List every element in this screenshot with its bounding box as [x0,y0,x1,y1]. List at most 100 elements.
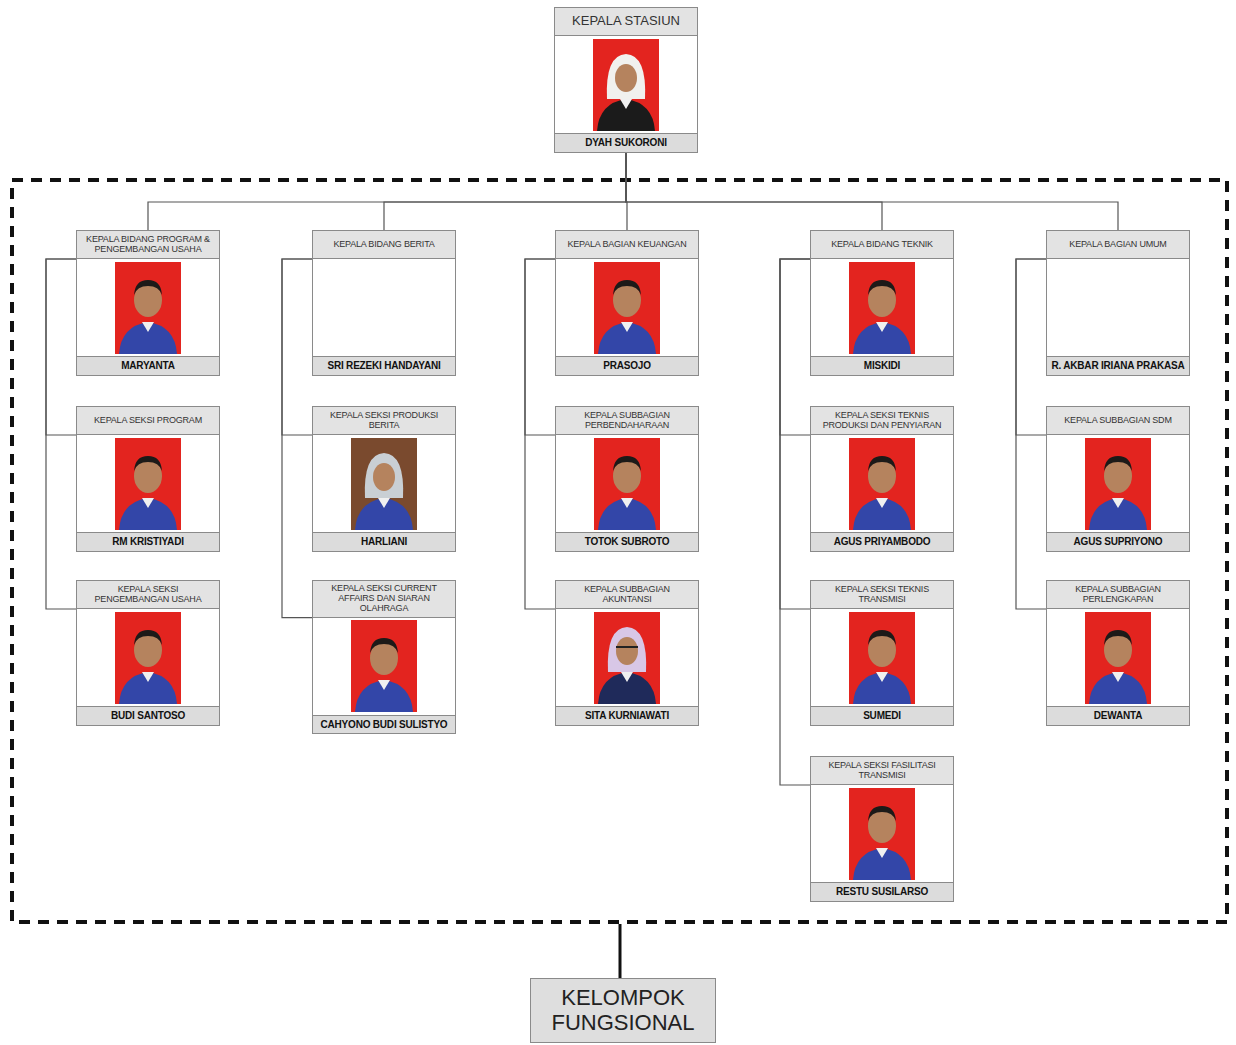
person-name: AGUS SUPRIYONO [1047,532,1189,551]
position-card: KEPALA SEKSI TEKNIS TRANSMISI SUMEDI [810,580,954,726]
photo-frame [1047,609,1189,706]
position-title: KEPALA SUBBAGIAN PERBENDAHARAAN [556,407,698,435]
position-card: KEPALA SUBBAGIAN PERBENDAHARAAN TOTOK SUB… [555,406,699,552]
position-title: KEPALA SEKSI TEKNIS PRODUKSI DAN PENYIAR… [811,407,953,435]
portrait [115,262,181,354]
person-name: MISKIDI [811,356,953,375]
org-connector [282,259,312,435]
position-title: KEPALA SEKSI PENGEMBANGAN USAHA [77,581,219,609]
org-connector [525,259,555,609]
portrait [849,612,915,704]
person-name: DEWANTA [1047,706,1189,725]
position-title: KEPALA SEKSI CURRENT AFFAIRS DAN SIARAN … [313,581,455,618]
person-name: RESTU SUSILARSO [811,882,953,901]
photo-frame [77,609,219,706]
position-title: KEPALA BIDANG TEKNIK [811,231,953,259]
person-name: AGUS PRIYAMBODO [811,532,953,551]
org-connector [148,153,626,231]
person-name: R. AKBAR IRIANA PRAKASA [1047,356,1189,375]
position-title: KEPALA SUBBAGIAN AKUNTANSI [556,581,698,609]
photo-frame [556,259,698,356]
position-card: KEPALA BIDANG BERITA SRI REZEKI HANDAYANI [312,230,456,376]
person-name: SUMEDI [811,706,953,725]
portrait [594,612,660,704]
org-connector [626,153,882,231]
photo-frame [811,785,953,882]
position-title: KEPALA SEKSI PROGRAM [77,407,219,435]
photo-frame [313,435,455,532]
position-card: KEPALA SEKSI TEKNIS PRODUKSI DAN PENYIAR… [810,406,954,552]
org-connector [525,259,555,435]
position-card: KEPALA SUBBAGIAN AKUNTANSISITA KURNIAWAT… [555,580,699,726]
portrait [849,438,915,530]
photo-frame [811,259,953,356]
position-card: KEPALA BIDANG PROGRAM & PENGEMBANGAN USA… [76,230,220,376]
person-name: BUDI SANTOSO [77,706,219,725]
photo-frame [811,435,953,532]
portrait [115,612,181,704]
position-card: KEPALA SEKSI CURRENT AFFAIRS DAN SIARAN … [312,580,456,734]
portrait [351,620,417,712]
position-card: KEPALA BIDANG TEKNIK MISKIDI [810,230,954,376]
photo-frame [555,36,697,133]
functional-box: KELOMPOK FUNGSIONAL [530,978,716,1043]
photo-frame [77,259,219,356]
position-card: KEPALA BAGIAN UMUM R. AKBAR IRIANA PRAKAS… [1046,230,1190,376]
photo-frame [77,435,219,532]
position-title: KEPALA STASIUN [555,8,697,36]
portrait [1085,612,1151,704]
portrait [1085,438,1151,530]
position-title: KEPALA SEKSI FASILITASI TRANSMISI [811,757,953,785]
photo-frame [313,259,455,356]
org-connector [46,259,76,435]
person-name: RM KRISTIYADI [77,532,219,551]
position-title: KEPALA BIDANG BERITA [313,231,455,259]
portrait [351,438,417,530]
group-label: KELOMPOK FUNGSIONAL [531,982,715,1038]
portrait [594,438,660,530]
functional-link [619,924,622,980]
photo-frame [1047,435,1189,532]
portrait [593,39,659,131]
person-name: DYAH SUKORONI [555,133,697,152]
photo-frame [556,609,698,706]
position-card: KEPALA SUBBAGIAN SDM AGUS SUPRIYONO [1046,406,1190,552]
photo-frame [811,609,953,706]
position-card: KEPALA STASIUN DYAH SUKORONI [554,7,698,153]
person-name: CAHYONO BUDI SULISTYO [313,715,455,734]
position-title: KEPALA BIDANG PROGRAM & PENGEMBANGAN USA… [77,231,219,259]
position-card: KEPALA SEKSI PENGEMBANGAN USAHA BUDI SANT… [76,580,220,726]
portrait [849,788,915,880]
org-connector [780,259,810,785]
org-connector [282,259,312,618]
org-connector [384,153,626,231]
org-connector [1016,259,1046,609]
position-title: KEPALA SEKSI PRODUKSI BERITA [313,407,455,435]
person-name: PRASOJO [556,356,698,375]
photo-frame [1047,259,1189,356]
position-title: KEPALA BAGIAN KEUANGAN [556,231,698,259]
photo-frame [313,618,455,715]
person-name: MARYANTA [77,356,219,375]
person-name: SRI REZEKI HANDAYANI [313,356,455,375]
position-title: KEPALA SEKSI TEKNIS TRANSMISI [811,581,953,609]
org-connector [1016,259,1046,435]
org-connector [46,259,76,609]
position-card: KEPALA SEKSI PROGRAM RM KRISTIYADI [76,406,220,552]
org-connector [626,153,1118,231]
position-card: KEPALA BAGIAN KEUANGAN PRASOJO [555,230,699,376]
portrait [115,438,181,530]
org-connector [780,259,810,609]
person-name: HARLIANI [313,532,455,551]
person-name: TOTOK SUBROTO [556,532,698,551]
position-title: KEPALA SUBBAGIAN SDM [1047,407,1189,435]
org-connector [780,259,810,435]
portrait [849,262,915,354]
portrait [594,262,660,354]
position-title: KEPALA BAGIAN UMUM [1047,231,1189,259]
position-card: KEPALA SEKSI PRODUKSI BERITA HARLIANI [312,406,456,552]
position-card: KEPALA SEKSI FASILITASI TRANSMISI RESTU S… [810,756,954,902]
position-card: KEPALA SUBBAGIAN PERLENGKAPAN DEWANTA [1046,580,1190,726]
position-title: KEPALA SUBBAGIAN PERLENGKAPAN [1047,581,1189,609]
